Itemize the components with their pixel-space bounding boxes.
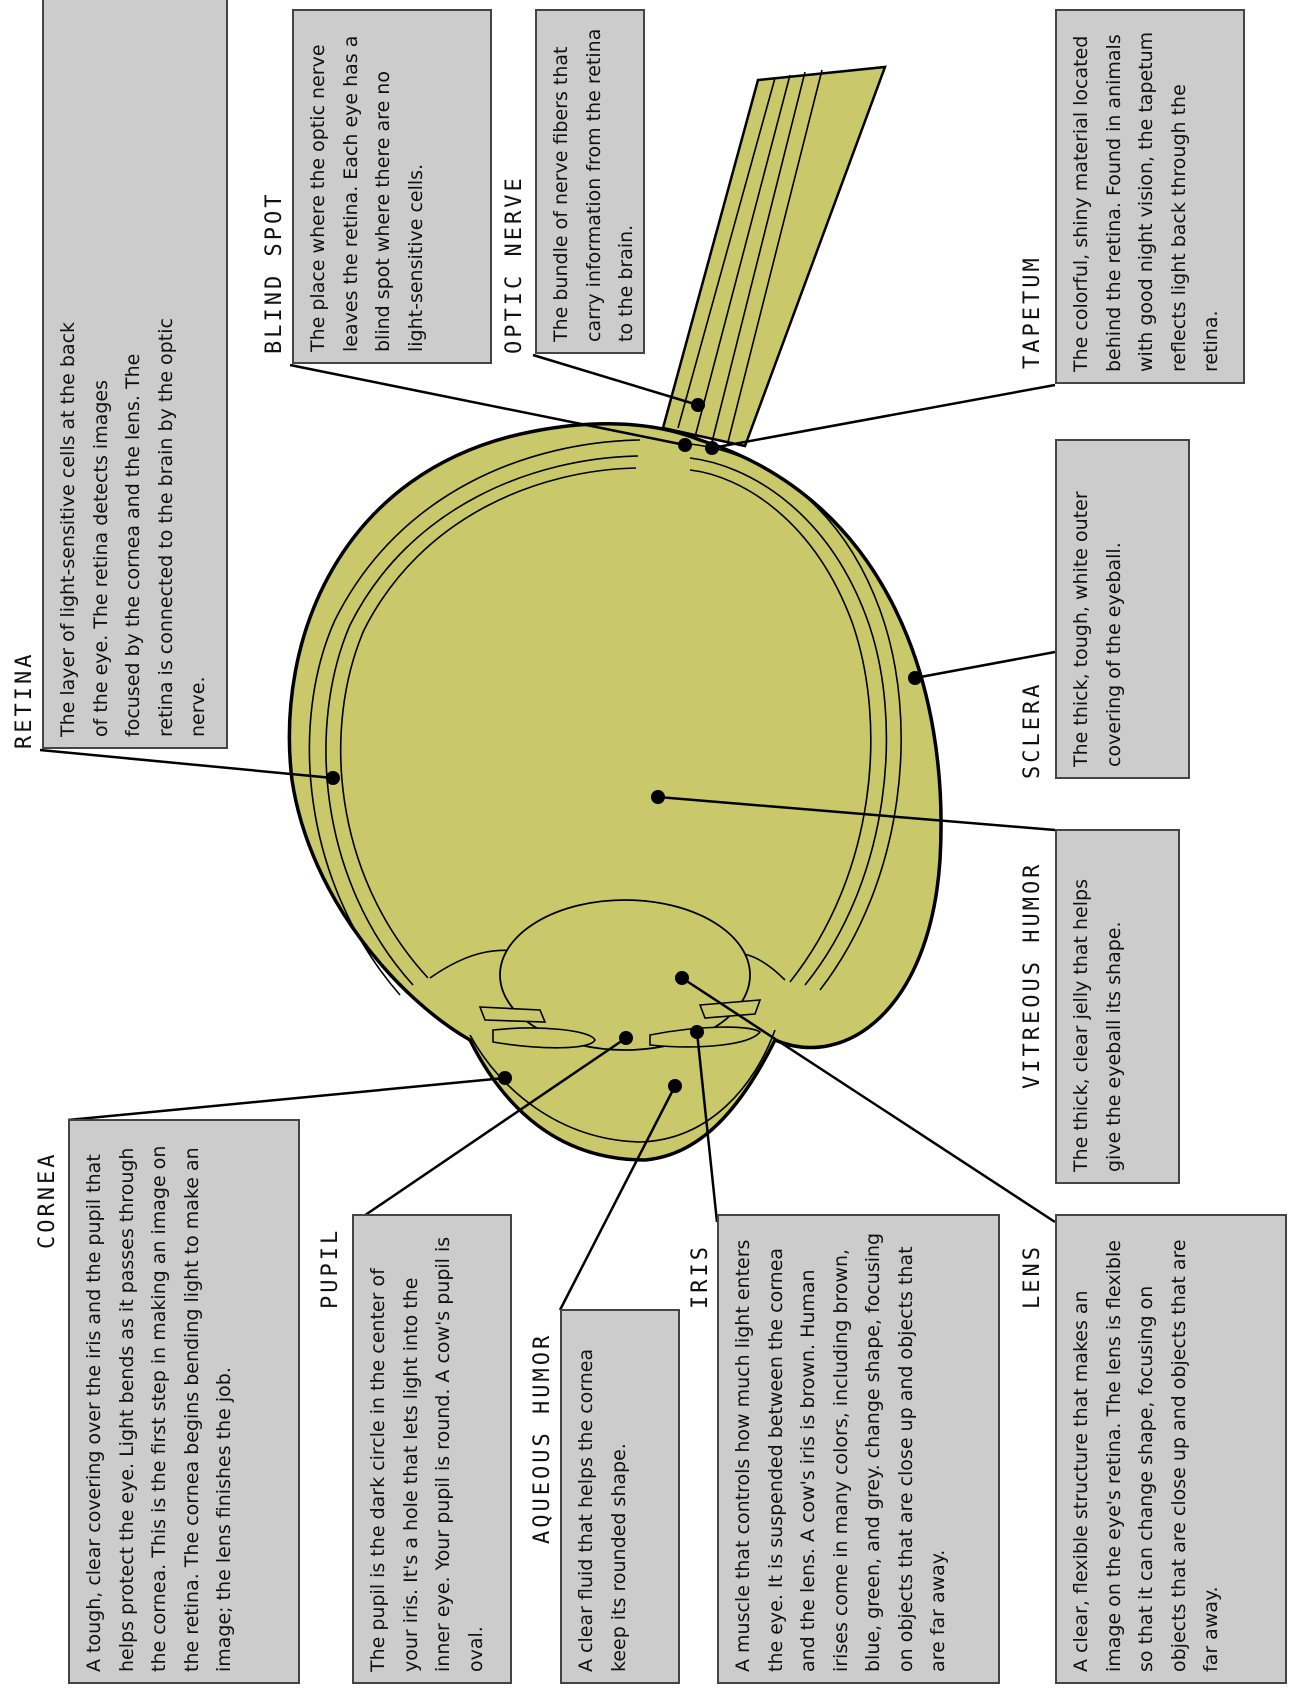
iris-description: A muscle that controls how much light en… (727, 1226, 955, 1672)
pupil-label: PUPIL (318, 1228, 344, 1309)
vitreous-humor-box: The thick, clear jelly that helps give t… (1055, 829, 1180, 1184)
aqueous-humor-label: AQUEOUS HUMOR (530, 1333, 556, 1544)
sclera-label: SCLERA (1020, 682, 1046, 779)
optic-nerve-description: The bundle of nerve fibers that carry in… (545, 21, 643, 342)
aqueous-humor-description: A clear fluid that helps the cornea keep… (570, 1321, 635, 1672)
iris-box: A muscle that controls how much light en… (717, 1214, 1000, 1684)
iris-label: IRIS (688, 1244, 714, 1309)
pupil-box: The pupil is the dark circle in the cent… (352, 1214, 512, 1684)
sclera-box: The thick, tough, white outer covering o… (1055, 439, 1190, 779)
lens-label: LENS (1020, 1244, 1046, 1309)
sclera-description: The thick, tough, white outer covering o… (1065, 451, 1130, 767)
cornea-label: CORNEA (35, 1152, 61, 1249)
lens-box: A clear, flexible structure that makes a… (1055, 1214, 1287, 1684)
optic-nerve-box: The bundle of nerve fibers that carry in… (535, 9, 645, 354)
optic-nerve-label: OPTIC NERVE (502, 175, 528, 354)
aqueous-humor-box: A clear fluid that helps the cornea keep… (560, 1309, 680, 1684)
tapetum-label: TAPETUM (1020, 255, 1046, 369)
retina-label: RETINA (12, 652, 38, 749)
cornea-box: A tough, clear covering over the iris an… (68, 1119, 300, 1684)
tapetum-description: The colorful, shiny material located beh… (1065, 21, 1228, 372)
vitreous-humor-label: VITREOUS HUMOR (1020, 862, 1046, 1089)
blind-spot-box: The place where the optic nerve leaves t… (292, 9, 492, 364)
vitreous-humor-description: The thick, clear jelly that helps give t… (1065, 841, 1130, 1172)
tapetum-box: The colorful, shiny material located beh… (1055, 9, 1245, 384)
retina-box: The layer of light-sensitive cells at th… (42, 0, 228, 749)
blind-spot-label: BLIND SPOT (262, 192, 288, 354)
pupil-description: The pupil is the dark circle in the cent… (362, 1226, 492, 1672)
lens-description: A clear, flexible structure that makes a… (1065, 1226, 1228, 1672)
blind-spot-description: The place where the optic nerve leaves t… (302, 21, 432, 352)
cornea-description: A tough, clear covering over the iris an… (78, 1131, 241, 1672)
retina-description: The layer of light-sensitive cells at th… (52, 307, 215, 737)
